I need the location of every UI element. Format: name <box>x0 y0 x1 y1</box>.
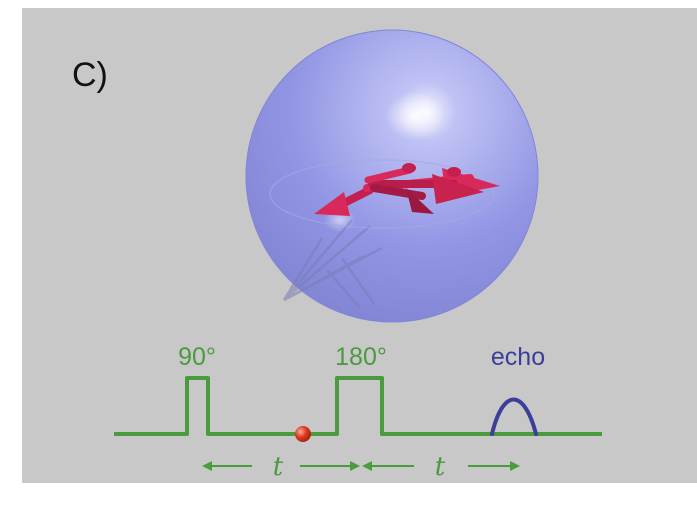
figure-panel: C) <box>22 8 697 483</box>
panel-label: C) <box>72 56 108 94</box>
pulse-sequence <box>114 376 602 442</box>
interval-2-label: t <box>435 452 446 482</box>
pulse-90-label: 90° <box>178 343 216 371</box>
vector-tip-6 <box>447 167 461 177</box>
sphere-highlight <box>385 92 445 140</box>
refocus-marker <box>295 426 311 442</box>
interval-arrows <box>202 461 520 471</box>
vector-shaft-4 <box>370 184 426 200</box>
magnetization-vectors <box>314 163 500 216</box>
echo-label: echo <box>491 343 545 371</box>
vector-tip-5 <box>402 163 416 173</box>
rf-sequence-line <box>114 376 602 436</box>
sphere-shadow-fan <box>282 219 383 309</box>
equator-ring <box>269 159 495 229</box>
vector-shaft-5 <box>364 166 414 184</box>
vector-arrowhead-1 <box>314 192 350 216</box>
interval-1-right-arrowhead <box>350 461 360 471</box>
interval-1-label: t <box>273 452 284 482</box>
interval-2-right-arrowhead <box>510 461 520 471</box>
vector-arrowhead-4 <box>406 188 434 214</box>
figure-canvas: C) <box>72 29 602 482</box>
echo-signal <box>490 397 538 436</box>
vector-arrowhead-3 <box>432 174 484 204</box>
interval-1-left-arrowhead <box>202 461 212 471</box>
pulse-180-label: 180° <box>335 343 387 371</box>
interval-2-left-arrowhead <box>362 461 372 471</box>
